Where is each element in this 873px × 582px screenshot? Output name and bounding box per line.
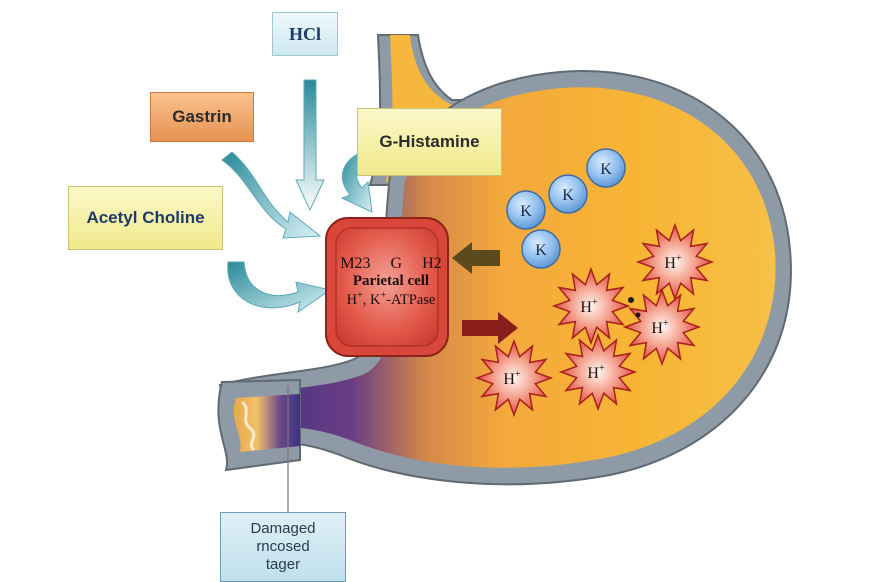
- gastrin-text: Gastrin: [172, 107, 232, 126]
- potassium-ion: [506, 190, 546, 230]
- small-dot: [635, 312, 641, 318]
- h-outflow-arrow: [462, 312, 518, 344]
- potassium-ion-label: K: [600, 161, 612, 178]
- acetyl-choline-arrow: [227, 261, 332, 314]
- proton-pump-label: H+, K+-ATPase: [346, 290, 436, 308]
- small-dot: [628, 297, 634, 303]
- hydrogen-ion: [622, 287, 702, 367]
- hydrogen-ion: [474, 338, 554, 418]
- hydrogen-ion: [551, 266, 631, 346]
- parietal-cell-inner: [335, 227, 439, 347]
- hydrogen-ions: H+H+H+H+H+: [474, 222, 715, 418]
- damaged-mucosa-label: Damaged rncosed tager: [220, 512, 346, 582]
- hcl-label: HCl: [272, 12, 338, 56]
- damaged-line-2: rncosed: [256, 538, 310, 555]
- potassium-ion-label: K: [562, 187, 574, 204]
- acetyl-choline-label: Acetyl Choline: [68, 186, 223, 250]
- duodenum-lumen: [233, 394, 300, 452]
- gastrin-label: Gastrin: [150, 92, 254, 142]
- potassium-ion: [521, 229, 561, 269]
- parietal-cell-title: Parietal cell: [352, 273, 430, 289]
- hcl-text: HCl: [288, 23, 321, 44]
- receptor-labels: M23 G H2: [340, 255, 442, 272]
- potassium-ion-label: K: [520, 203, 532, 220]
- k-inflow-arrow: [452, 242, 500, 274]
- acetyl-choline-text: Acetyl Choline: [86, 208, 205, 227]
- gastrin-arrow: [221, 151, 322, 239]
- potassium-ion-label: K: [535, 242, 547, 259]
- g-histamine-text: G-Histamine: [379, 132, 480, 151]
- parietal-cell-text: M23 G H2 Parietal cell H+, K+-ATPase: [336, 255, 446, 309]
- g-histamine-label: G-Histamine: [357, 108, 502, 176]
- potassium-ion: [548, 174, 588, 214]
- damaged-line-3: tager: [265, 556, 301, 573]
- stomach-lumen: [232, 87, 776, 468]
- damaged-line-1: Damaged: [250, 520, 316, 537]
- duodenum-fold: [240, 400, 256, 452]
- potassium-ions: K K K K: [506, 148, 626, 269]
- hcl-down-arrow: [295, 79, 325, 212]
- hydrogen-ion: [558, 332, 638, 412]
- potassium-ion: [586, 148, 626, 188]
